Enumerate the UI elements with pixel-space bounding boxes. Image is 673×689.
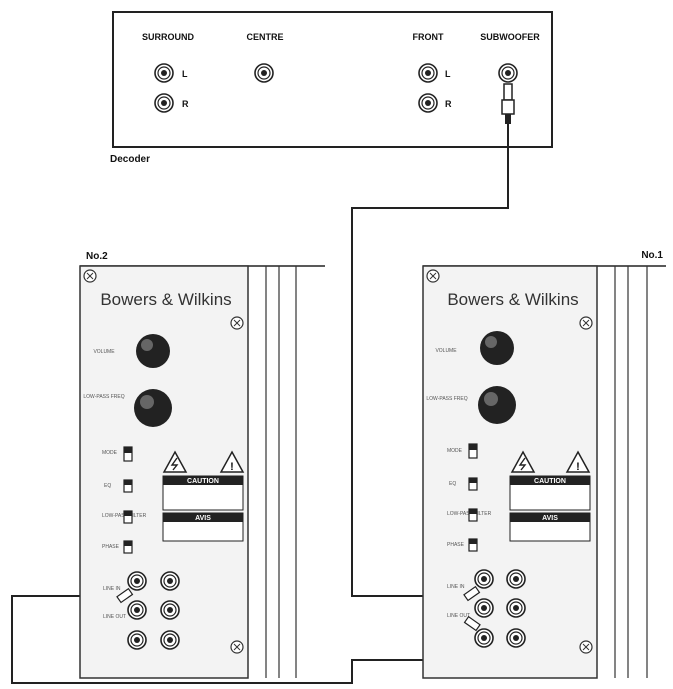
subwoofer-out-jack — [498, 63, 518, 83]
cable-decoder-to-no1 — [351, 124, 509, 597]
line-in-right-jack — [160, 571, 180, 591]
front-right-label: R — [445, 99, 452, 109]
line-jack — [127, 630, 147, 650]
line-out-label: LINE OUT — [447, 613, 470, 619]
avis-title: AVIS — [195, 515, 211, 522]
surround-right-label: R — [182, 99, 189, 109]
screw-icon — [230, 640, 244, 654]
screw-icon — [83, 269, 97, 283]
front-left-jack — [418, 63, 438, 83]
caution-title: CAUTION — [534, 478, 566, 485]
volume-knob — [136, 334, 170, 368]
rca-plug — [463, 585, 481, 602]
eq-label: EQ — [449, 481, 456, 487]
centre-jack — [254, 63, 274, 83]
low-pass-freq-knob-cap — [140, 395, 154, 409]
volume-label: VOLUME — [93, 349, 115, 355]
line-out-label: LINE OUT — [103, 614, 126, 620]
surround-left-jack — [154, 63, 174, 83]
line-in-left-jack — [474, 569, 494, 589]
subwoofer-tag: No.2 — [86, 251, 108, 262]
surround-left-label: L — [182, 69, 188, 79]
line-in-label: LINE IN — [447, 584, 465, 590]
low-pass-freq-knob-cap — [484, 392, 498, 406]
line-out-left-jack — [127, 600, 147, 620]
surround-header: SURROUND — [142, 32, 195, 42]
low-pass-freq-label: LOW-PASS FREQ — [426, 396, 467, 402]
front-right-jack — [418, 93, 438, 113]
subwoofer-no1: No.1 Bowers & Wilkins VOLUME LOW-PASS FR… — [422, 250, 666, 679]
volume-knob-cap — [141, 339, 153, 351]
line-jack — [506, 628, 526, 648]
line-in-left-jack — [127, 571, 147, 591]
volume-knob — [480, 331, 514, 365]
decoder-box — [112, 11, 553, 148]
low-pass-freq-label: LOW-PASS FREQ — [83, 394, 124, 400]
front-header: FRONT — [413, 32, 444, 42]
line-in-right-jack — [506, 569, 526, 589]
rca-plug — [463, 615, 481, 632]
surround-right-jack — [154, 93, 174, 113]
subwoofer-no2: No.2 Bowers & Wilkins VOLUME LOW-PASS FR… — [79, 251, 325, 679]
low-pass-freq-knob — [478, 386, 516, 424]
screw-icon — [230, 316, 244, 330]
line-jack — [474, 628, 494, 648]
line-out-left-jack — [474, 598, 494, 618]
screw-icon — [426, 269, 440, 283]
decoder: SURROUND CENTRE FRONT SUBWOOFER L R L R … — [110, 11, 553, 165]
rca-plug — [116, 587, 134, 604]
brand-logo: Bowers & Wilkins — [447, 290, 578, 309]
screw-icon — [579, 316, 593, 330]
centre-header: CENTRE — [246, 32, 283, 42]
decoder-label: Decoder — [110, 154, 150, 165]
line-out-right-jack — [160, 600, 180, 620]
phase-label: PHASE — [102, 544, 120, 550]
line-out-right-jack — [506, 598, 526, 618]
front-left-label: L — [445, 69, 451, 79]
volume-label: VOLUME — [435, 348, 457, 354]
screw-icon — [579, 640, 593, 654]
eq-label: EQ — [104, 483, 111, 489]
line-jack — [160, 630, 180, 650]
volume-knob-cap — [485, 336, 497, 348]
avis-title: AVIS — [542, 515, 558, 522]
caution-title: CAUTION — [187, 478, 219, 485]
mode-label: MODE — [447, 448, 463, 454]
brand-logo: Bowers & Wilkins — [100, 290, 231, 309]
phase-label: PHASE — [447, 542, 465, 548]
rca-plug — [501, 83, 515, 124]
subwoofer-tag: No.1 — [641, 250, 663, 261]
subwoofer-header: SUBWOOFER — [480, 32, 540, 42]
mode-label: MODE — [102, 450, 118, 456]
low-pass-freq-knob — [134, 389, 172, 427]
line-in-label: LINE IN — [103, 586, 121, 592]
